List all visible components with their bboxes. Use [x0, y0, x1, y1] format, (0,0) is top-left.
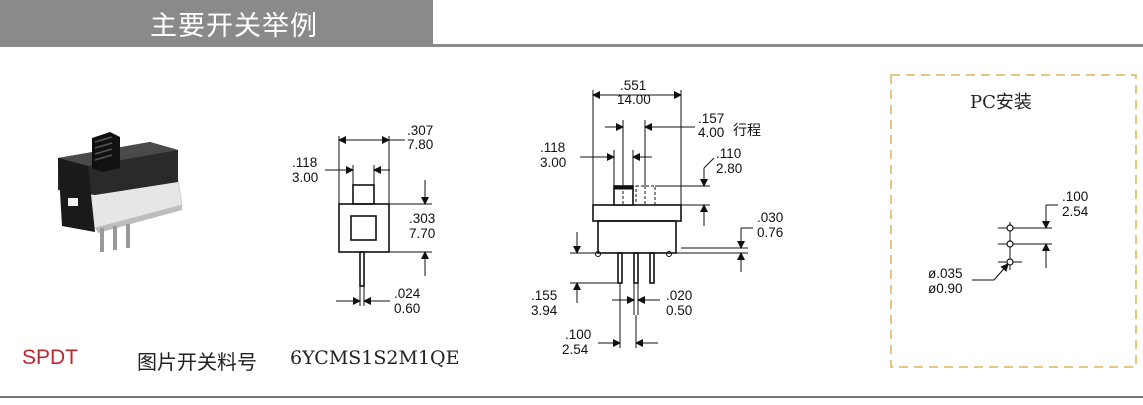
side-travel-inch: .157 — [698, 111, 724, 126]
front-body — [338, 203, 390, 253]
side-actuator-height-mm: 2.80 — [716, 161, 742, 176]
side-pin-1 — [617, 252, 623, 284]
front-height-inch: .303 — [409, 211, 435, 226]
front-width-mm: 7.80 — [407, 137, 433, 152]
pc-layout-box — [890, 74, 1137, 368]
side-top-housing — [592, 204, 682, 222]
front-pin-mm: 0.60 — [394, 301, 420, 316]
side-base — [597, 220, 677, 254]
pc-pitch-inch: .100 — [1062, 189, 1088, 204]
side-actuator-mm: 3.00 — [540, 155, 566, 170]
side-base-mm: 0.76 — [757, 225, 783, 240]
side-actuator-height-inch: .110 — [716, 146, 741, 161]
side-pin-2 — [633, 252, 639, 284]
front-height-mm: 7.70 — [409, 226, 435, 241]
side-length-mm: 14.00 — [617, 92, 651, 107]
side-base-inch: .030 — [757, 210, 783, 225]
switch-type-label: SPDT — [22, 346, 79, 369]
front-pin-inch: .024 — [394, 286, 421, 301]
side-pin-3 — [649, 252, 655, 284]
side-pin-length-mm: 3.94 — [531, 303, 558, 318]
pc-hole-pattern — [972, 204, 1058, 281]
side-pitch-mm: 2.54 — [562, 342, 589, 357]
part-number-value: 6YCMS1S2M1QE — [290, 347, 460, 369]
front-actuator-mm: 3.00 — [292, 170, 318, 185]
side-pin-width-mm: 0.50 — [666, 303, 692, 318]
pc-layout-title: PC安装 — [970, 92, 1032, 113]
footer-divider — [0, 396, 1143, 398]
side-travel-mm: 4.00 — [698, 125, 724, 140]
section-title: 主要开关举例 — [150, 11, 318, 42]
header-divider — [0, 44, 1143, 47]
pc-hole-inch: ø.035 — [928, 266, 963, 281]
side-pin-width-inch: .020 — [666, 288, 692, 303]
side-pitch-inch: .100 — [565, 327, 591, 342]
front-width-inch: .307 — [407, 123, 433, 138]
header-bar — [0, 0, 433, 44]
front-actuator-inch: .118 — [292, 155, 317, 170]
part-number-label: 图片开关料号 — [137, 350, 257, 374]
front-window — [350, 215, 377, 241]
front-pin — [359, 251, 365, 287]
pc-pitch-mm: 2.54 — [1062, 204, 1089, 219]
pc-hole-mm: ø0.90 — [928, 281, 963, 296]
front-actuator — [352, 184, 375, 205]
front-view-drawing — [325, 136, 432, 306]
side-pin-length-inch: .155 — [531, 288, 557, 303]
side-view-drawing — [570, 90, 753, 348]
side-travel-label: 行程 — [733, 123, 761, 139]
side-actuator-inch: .118 — [540, 140, 565, 155]
side-length-inch: .551 — [620, 78, 646, 93]
switch-product-image — [58, 132, 183, 252]
side-actuator-travel — [635, 185, 656, 206]
